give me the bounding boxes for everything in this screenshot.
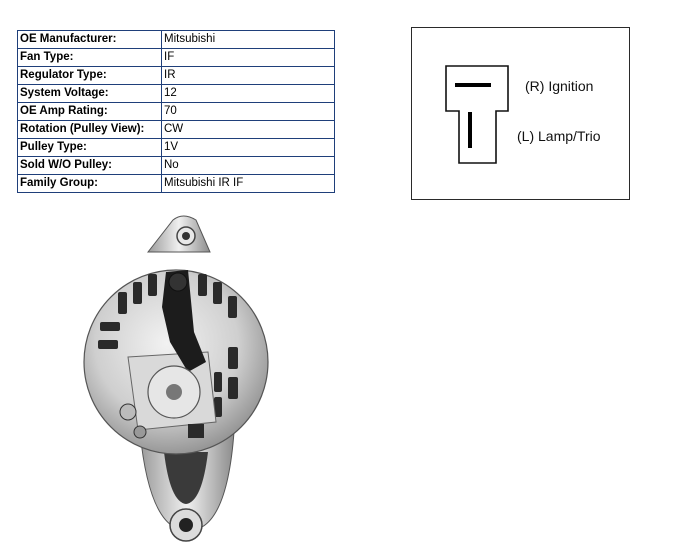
- table-row: OE Amp Rating: 70: [17, 102, 335, 121]
- spec-value: IF: [161, 48, 335, 67]
- spec-label: Fan Type:: [17, 48, 162, 67]
- table-row: OE Manufacturer: Mitsubishi: [17, 30, 335, 49]
- spec-value: 70: [161, 102, 335, 121]
- connector-plug-icon: [445, 65, 509, 164]
- spec-value: 1V: [161, 138, 335, 157]
- spec-label: Pulley Type:: [17, 138, 162, 157]
- table-row: Sold W/O Pulley: No: [17, 156, 335, 175]
- spec-label: Regulator Type:: [17, 66, 162, 85]
- spec-label: Sold W/O Pulley:: [17, 156, 162, 175]
- spec-label: Rotation (Pulley View):: [17, 120, 162, 139]
- spec-label: System Voltage:: [17, 84, 162, 103]
- alternator-image: [83, 215, 269, 542]
- spec-label: Family Group:: [17, 174, 162, 193]
- table-row: Regulator Type: IR: [17, 66, 335, 85]
- table-row: Rotation (Pulley View): CW: [17, 120, 335, 139]
- spec-value: No: [161, 156, 335, 175]
- table-row: Pulley Type: 1V: [17, 138, 335, 157]
- spec-label: OE Manufacturer:: [17, 30, 162, 49]
- spec-value: Mitsubishi: [161, 30, 335, 49]
- table-row: Fan Type: IF: [17, 48, 335, 67]
- spec-value: Mitsubishi IR IF: [161, 174, 335, 193]
- spec-label: OE Amp Rating:: [17, 102, 162, 121]
- table-row: Family Group: Mitsubishi IR IF: [17, 174, 335, 193]
- pin-label-lamp-trio: (L) Lamp/Trio: [517, 128, 601, 144]
- spec-table: OE Manufacturer: Mitsubishi Fan Type: IF…: [17, 30, 335, 193]
- spec-value: IR: [161, 66, 335, 85]
- pin-label-ignition: (R) Ignition: [525, 78, 594, 94]
- connector-diagram: (R) Ignition (L) Lamp/Trio: [411, 27, 630, 200]
- spec-value: 12: [161, 84, 335, 103]
- table-row: System Voltage: 12: [17, 84, 335, 103]
- spec-value: CW: [161, 120, 335, 139]
